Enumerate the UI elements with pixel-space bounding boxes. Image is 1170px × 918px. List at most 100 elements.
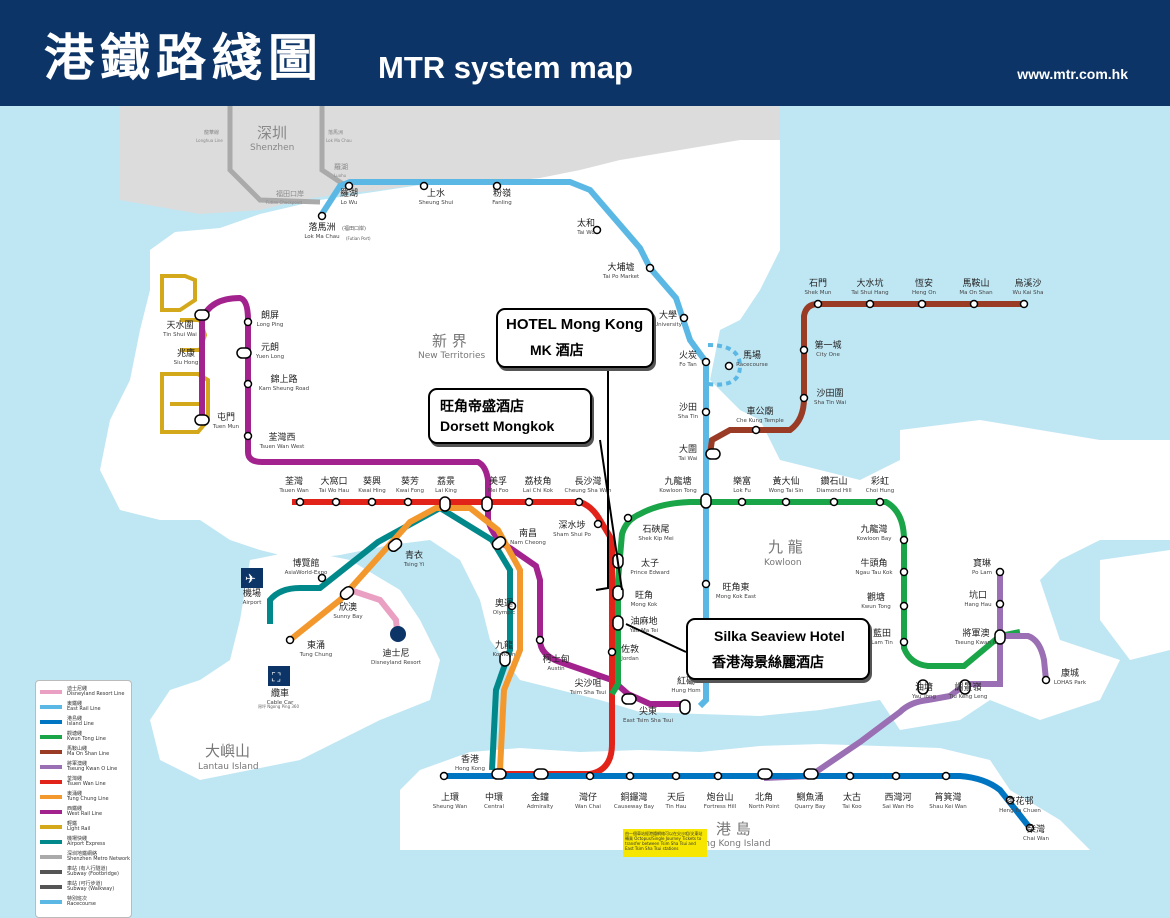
station-sha-tin-en[interactable]: Sha Tin [678,414,699,420]
station-kowloon-cn[interactable]: 九龍 [495,639,513,651]
station-cable-car-en[interactable]: Cable Car [267,700,295,706]
station-kwai-hing-en[interactable]: Kwai Hing [358,488,385,494]
station-tai-shui-hang-cn[interactable]: 大水坑 [856,277,883,289]
station-tsuen-wan-west-en[interactable]: Tsuen Wan West [259,444,305,450]
callout-hotel-mong-kong[interactable]: HOTEL Mong Kong MK 酒店 [496,308,654,368]
station-yuen-long-cn[interactable]: 元朗 [261,341,279,353]
station-tai-koo-cn[interactable]: 太古 [843,791,861,803]
station-tung-chung-cn[interactable]: 東涌 [307,639,325,651]
station-sham-shui-po-cn[interactable]: 深水埗 [558,519,585,531]
station-long-ping-cn[interactable]: 朗屏 [261,309,279,321]
station-prince-edward-cn[interactable]: 太子 [641,557,659,569]
station-tiu-keng-leng-cn[interactable]: 調景嶺 [954,681,981,693]
callout-silka[interactable]: Silka Seaview Hotel 香港海景絲麗酒店 [686,618,870,680]
station-sha-tin-wai-en[interactable]: Sha Tin Wai [814,400,847,406]
station-kwai-fong-cn[interactable]: 葵芳 [401,475,419,487]
station-lo-wu-en[interactable]: Lo Wu [341,200,358,206]
station-ngau-tau-kok-cn[interactable]: 牛頭角 [860,557,887,569]
station-tseung-kwan-o-en[interactable]: Tseung Kwan O [954,640,998,646]
station-lok-ma-chau-cn[interactable]: 落馬洲 [308,221,335,233]
station-lok-ma-chau-en[interactable]: Lok Ma Chau [304,234,339,240]
station-tin-shui-wai-cn[interactable]: 天水圍 [166,319,193,331]
station-mong-kok-en[interactable]: Mong Kok [631,602,659,608]
station-lai-king-cn[interactable]: 荔景 [437,475,455,487]
station-causeway-bay-cn[interactable]: 銅鑼灣 [620,791,647,803]
station-kwai-fong-en[interactable]: Kwai Fong [396,488,424,494]
station-heng-on-en[interactable]: Heng On [912,290,937,296]
station-north-point-en[interactable]: North Point [749,804,781,810]
station-yau-tong-cn[interactable]: 油塘 [915,681,933,693]
station-kowloon-en[interactable]: Kowloon [493,652,516,658]
station-cheung-sha-wan-en[interactable]: Cheung Sha Wan [565,488,612,494]
station-sha-tin-cn[interactable]: 沙田 [679,402,697,413]
station-tai-wai-en[interactable]: Tai Wai [677,456,698,462]
station-tai-wo-cn[interactable]: 太和 [577,217,595,229]
station-tai-po-market-en[interactable]: Tai Po Market [602,274,640,280]
station-tsing-yi-en[interactable]: Tsing Yi [403,562,425,568]
station-fo-tan-cn[interactable]: 火炭 [679,350,697,361]
station-lam-tin-cn[interactable]: 藍田 [873,627,891,639]
station-tin-shui-wai-en[interactable]: Tin Shui Wai [162,332,197,338]
station-chai-wan-en[interactable]: Chai Wan [1023,836,1049,842]
station-shau-kei-wan-cn[interactable]: 筲箕灣 [934,791,961,803]
station-asiaworld-expo-cn[interactable]: 博覽館 [292,557,319,569]
station-tseung-kwan-o-cn[interactable]: 將軍澳 [962,627,989,639]
station-hang-hau-cn[interactable]: 坑口 [969,589,987,601]
station-ma-on-shan-cn[interactable]: 馬鞍山 [962,277,989,289]
station-kwun-tong-en[interactable]: Kwun Tong [861,604,891,610]
station-kowloon-bay-cn[interactable]: 九龍灣 [860,523,887,535]
station-sheung-shui-en[interactable]: Sheung Shui [419,200,454,206]
station-jordan-en[interactable]: Jordan [620,656,639,662]
station-heng-on-cn[interactable]: 恆安 [915,277,933,289]
callout-dorsett[interactable]: 旺角帝盛酒店 Dorsett Mongkok [428,388,592,444]
station-university-cn[interactable]: 大學 [659,309,677,321]
station-disneyland-en[interactable]: Disneyland Resort [371,660,422,666]
station-yau-ma-tei-en[interactable]: Yau Ma Tei [629,628,659,634]
station-che-kung-temple-cn[interactable]: 車公廟 [746,405,773,417]
station-lok-fu-cn[interactable]: 樂富 [733,475,751,487]
station-prince-edward-en[interactable]: Prince Edward [630,570,669,576]
station-wu-kai-sha-en[interactable]: Wu Kai Sha [1013,290,1044,296]
station-tsing-yi-cn[interactable]: 青衣 [405,549,423,561]
station-shek-kip-mei-en[interactable]: Shek Kip Mei [638,536,674,542]
station-airport-en[interactable]: Airport [243,600,263,606]
station-lai-chi-kok-en[interactable]: Lai Chi Kok [523,488,554,494]
station-tuen-mun-en[interactable]: Tuen Mun [212,424,240,430]
station-diamond-hill-en[interactable]: Diamond Hill [816,488,852,494]
station-heng-fa-chuen-cn[interactable]: 杏花邨 [1006,795,1033,807]
station-sha-tin-wai-cn[interactable]: 沙田圍 [816,388,843,399]
station-chai-wan-cn[interactable]: 柴灣 [1027,823,1045,835]
station-wu-kai-sha-cn[interactable]: 烏溪沙 [1014,277,1041,289]
station-kwai-hing-cn[interactable]: 葵興 [363,475,381,487]
station-lam-tin-en[interactable]: Lam Tin [871,640,893,646]
station-fo-tan-en[interactable]: Fo Tan [679,362,697,368]
station-tai-wai-cn[interactable]: 大圍 [679,443,697,455]
station-sunny-bay-en[interactable]: Sunny Bay [333,614,363,620]
station-tsim-sha-tsui-cn[interactable]: 尖沙咀 [574,677,601,689]
website-link[interactable]: www.mtr.com.hk [1017,66,1128,82]
station-heng-fa-chuen-en[interactable]: Heng Fa Chuen [999,808,1041,814]
station-kowloon-bay-en[interactable]: Kowloon Bay [856,536,892,542]
station-ngau-tau-kok-en[interactable]: Ngau Tau Kok [855,570,893,576]
station-austin-en[interactable]: Austin [547,666,565,672]
station-kowloon-tong-en[interactable]: Kowloon Tong [659,488,696,494]
station-city-one-cn[interactable]: 第一城 [814,339,841,351]
station-tai-wo-en[interactable]: Tai Wo [576,230,595,236]
station-city-one-en[interactable]: City One [816,352,840,358]
station-olympic-cn[interactable]: 奧運 [495,597,513,609]
station-choi-hung-cn[interactable]: 彩虹 [871,476,889,487]
station-east-tsim-sha-tsui-cn[interactable]: 尖東 [639,705,657,717]
station-po-lam-en[interactable]: Po Lam [972,570,992,576]
station-tai-po-market-cn[interactable]: 大埔墟 [607,261,634,273]
station-mong-kok-east-cn[interactable]: 旺角東 [722,581,749,593]
station-wan-chai-cn[interactable]: 灣仔 [579,791,597,803]
station-shek-kip-mei-cn[interactable]: 石硤尾 [642,524,669,535]
station-wong-tai-sin-en[interactable]: Wong Tai Sin [769,488,804,494]
station-shau-kei-wan-en[interactable]: Shau Kei Wan [929,804,967,810]
station-tsuen-wan-west-cn[interactable]: 荃灣西 [268,431,295,443]
station-tsuen-wan-en[interactable]: Tsuen Wan [278,488,309,494]
station-hung-hom-en[interactable]: Hung Hom [671,688,700,694]
station-po-lam-cn[interactable]: 寶琳 [973,557,991,569]
station-tai-wo-hau-cn[interactable]: 大窩口 [320,475,347,487]
station-east-tsim-sha-tsui-en[interactable]: East Tsim Sha Tsui [623,718,673,724]
